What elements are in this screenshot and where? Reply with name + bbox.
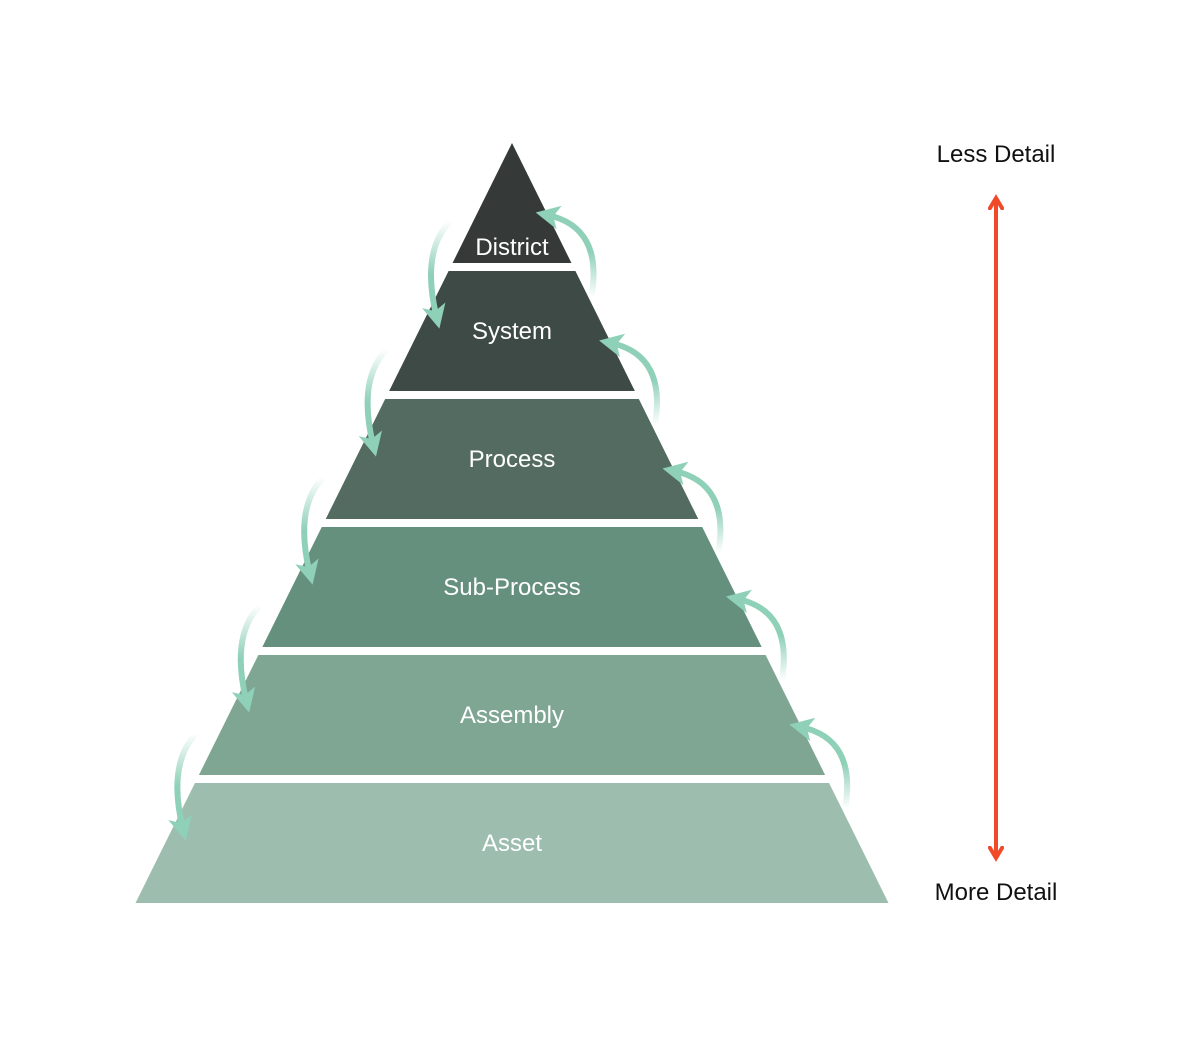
pyramid-layer-label: District [475,234,549,261]
pyramid-layer-label: Sub-Process [443,574,580,601]
arrow-up-icon [662,461,724,554]
pyramid-layers: DistrictSystemProcessSub-ProcessAssembly… [135,143,889,903]
arrow-down-icon [358,346,390,457]
less-detail-label: Less Detail [937,141,1056,168]
arrow-up-icon [535,205,597,298]
pyramid-layer-system [389,271,635,391]
pyramid-layer-assembly [198,655,826,775]
pyramid-layer-label: Assembly [460,702,564,729]
arrow-down-icon [231,602,263,713]
detail-scale: Less Detail More Detail [935,141,1058,906]
transition-arrows [168,205,851,841]
pyramid-layer-label: System [472,318,552,345]
arrow-up-icon [599,333,660,426]
arrow-up-icon [789,717,851,810]
arrow-down-icon [295,474,326,585]
pyramid-layer-process [325,399,699,519]
arrow-down-icon [168,730,200,841]
pyramid-layer-label: Process [469,446,556,473]
pyramid-layer-district [452,143,572,263]
pyramid-layer-asset [135,783,889,903]
arrow-up-icon [725,589,787,682]
more-detail-label: More Detail [935,879,1058,906]
pyramid-layer-sub-process [262,527,762,647]
pyramid-layer-label: Asset [482,830,542,857]
arrow-down-icon [422,218,453,329]
